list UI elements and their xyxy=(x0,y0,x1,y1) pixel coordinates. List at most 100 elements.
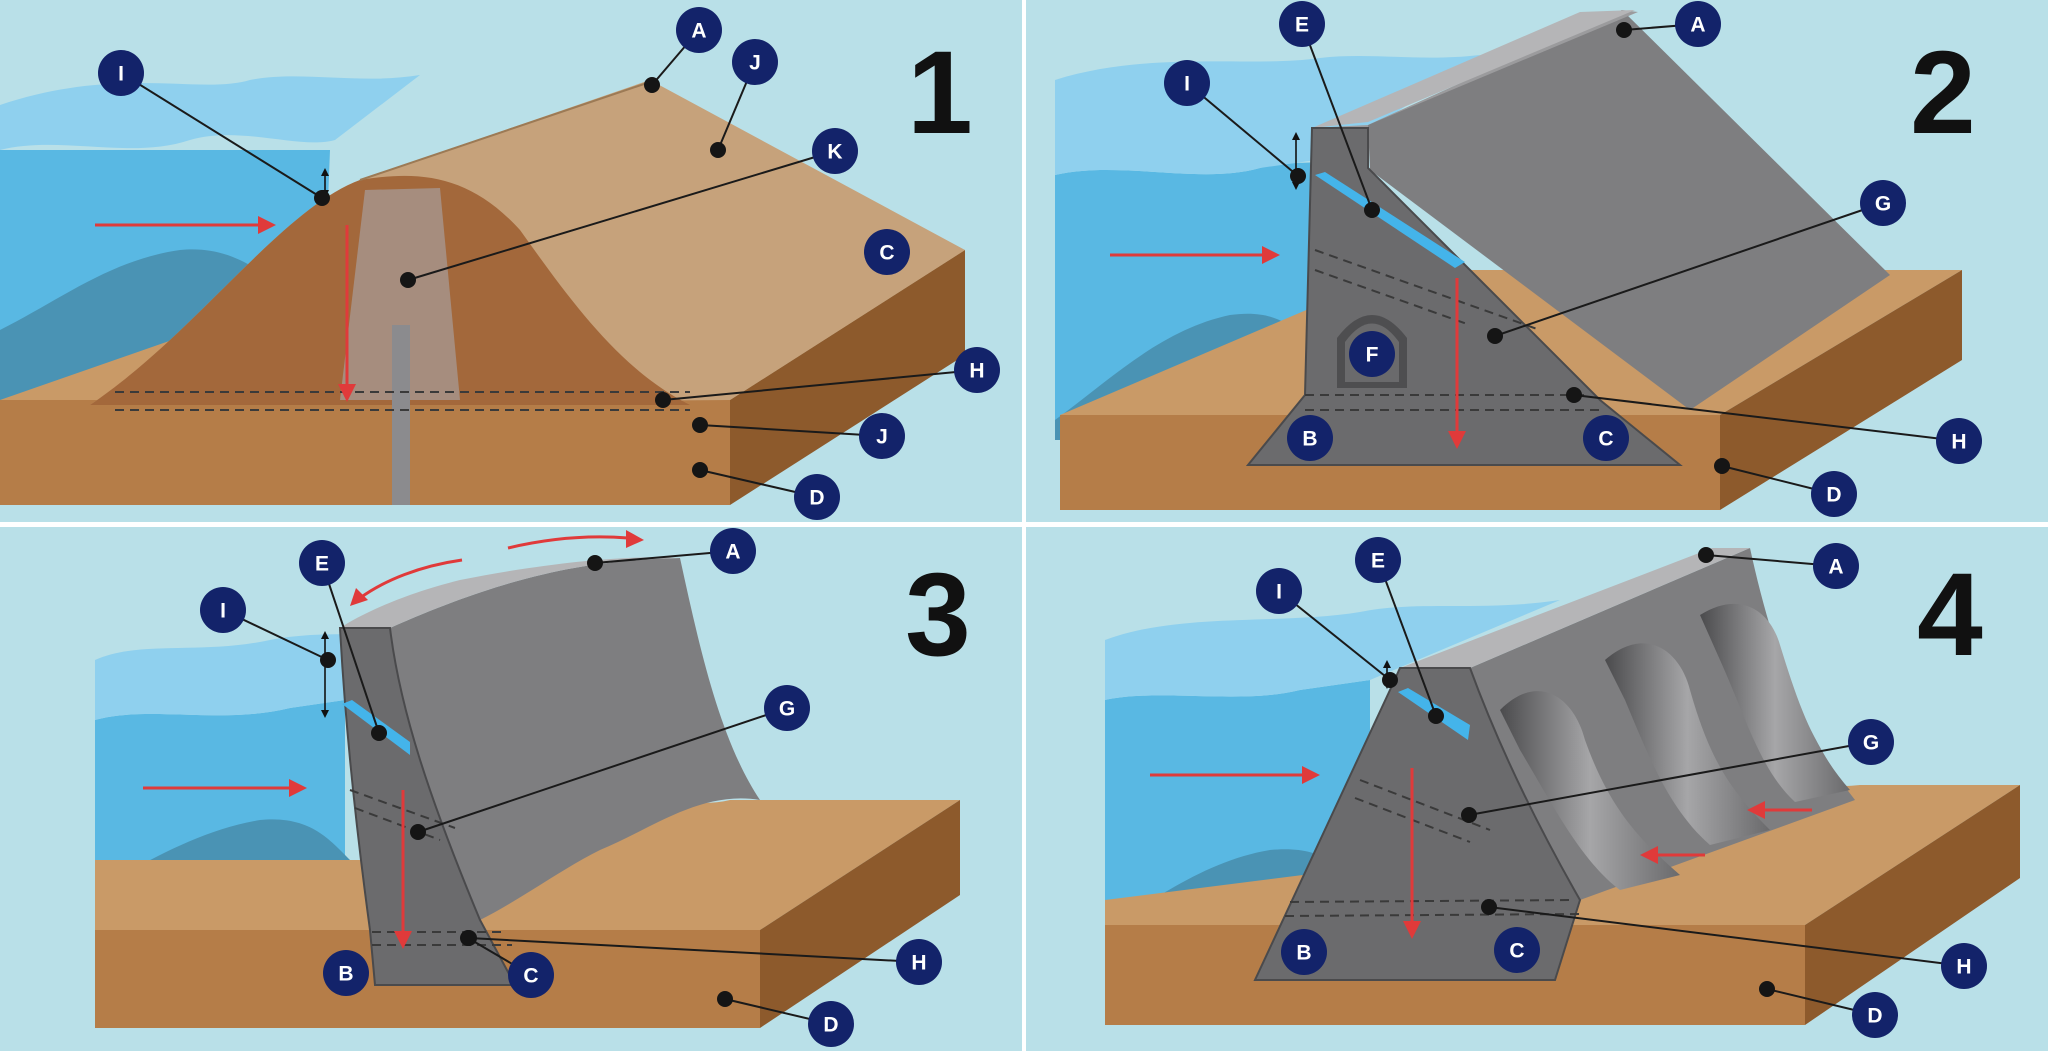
label-badge xyxy=(764,685,810,731)
panel-2-uplift-line-2 xyxy=(1314,269,1471,326)
label-badge xyxy=(508,952,554,998)
panel-2-drainage-gallery-strip xyxy=(1315,172,1465,268)
anchor-dot xyxy=(314,190,330,206)
label-letter: I xyxy=(220,600,226,623)
panel-4-tailwater-arrow-1 xyxy=(1640,846,1705,864)
panel-1-callout-j-bottom: J xyxy=(692,413,905,459)
anchor-dot xyxy=(1382,672,1398,688)
label-badge xyxy=(1811,471,1857,517)
anchor-dot xyxy=(1364,202,1380,218)
label-badge xyxy=(808,1001,854,1047)
label-badge xyxy=(323,950,369,996)
panel-4-callout-e: E xyxy=(1355,537,1444,724)
leader-line xyxy=(699,424,883,437)
panel-2-crest-top xyxy=(1312,10,1635,128)
panel-1-callout-k: K xyxy=(400,128,858,288)
panel-1-flow-arrow-down xyxy=(338,225,356,402)
label-letter: D xyxy=(1867,1005,1882,1028)
panel-4-foundation-line-2 xyxy=(1284,913,1581,917)
label-badge xyxy=(1848,719,1894,765)
leader-line xyxy=(1377,559,1437,717)
anchor-dot xyxy=(1698,547,1714,563)
label-letter: D xyxy=(823,1014,838,1037)
leader-line xyxy=(1278,590,1391,681)
anchor-dot xyxy=(710,142,726,158)
label-badge xyxy=(1860,180,1906,226)
anchor-dot xyxy=(1290,168,1306,184)
leader-line xyxy=(1494,202,1884,337)
panel-1-flow-arrow-horizontal xyxy=(95,216,276,234)
panel-2-ground-side xyxy=(1720,270,1962,510)
leader-line xyxy=(1468,741,1872,816)
anchor-dot xyxy=(1566,387,1582,403)
label-letter: D xyxy=(1826,484,1841,507)
panel-3-flow-arrow-down xyxy=(394,790,412,949)
panel-4-callout-c: C xyxy=(1494,927,1540,973)
panel-1-ground-side xyxy=(730,250,965,505)
leader-line xyxy=(1186,82,1299,177)
panel-4-callout-b: B xyxy=(1281,929,1327,975)
label-badge xyxy=(1936,418,1982,464)
label-badge xyxy=(1256,568,1302,614)
leader-line xyxy=(321,562,380,734)
panel-4-callout-g: G xyxy=(1461,719,1894,823)
panel-1: 1 xyxy=(0,0,1022,522)
leader-line xyxy=(1488,906,1965,967)
panel-4-callout-i: I xyxy=(1256,568,1398,688)
leader-line xyxy=(1301,23,1373,211)
label-letter: E xyxy=(1295,14,1309,37)
label-letter: H xyxy=(1951,431,1966,454)
panel-3-flow-arrow-horizontal xyxy=(143,779,307,797)
label-badge xyxy=(794,474,840,520)
panel-3-ground-side xyxy=(760,800,960,1028)
label-letter: B xyxy=(338,963,353,986)
panel-1-callout-i: I xyxy=(98,50,330,206)
panel-3-callout-e: E xyxy=(299,540,387,741)
panel-1-cutoff-wall xyxy=(392,325,410,505)
panel-2-flow-arrow-horizontal xyxy=(1110,246,1280,264)
panel-1-impervious-core xyxy=(340,188,460,400)
panel-4-tailwater-arrow-2 xyxy=(1747,801,1812,819)
anchor-dot xyxy=(1616,22,1632,38)
label-badge xyxy=(732,39,778,85)
panel-2-callout-a: A xyxy=(1616,1,1721,47)
label-letter: I xyxy=(1276,581,1282,604)
label-badge xyxy=(1583,415,1629,461)
panel-3-callout-a: A xyxy=(587,528,756,574)
panel-4-flow-arrow-down xyxy=(1403,768,1421,939)
label-letter: A xyxy=(1828,556,1843,579)
panel-4-flow-arrow-horizontal xyxy=(1150,766,1320,784)
label-letter: C xyxy=(1598,428,1613,451)
anchor-dot xyxy=(1714,458,1730,474)
panel-2-callout-g: G xyxy=(1487,180,1906,344)
panel-4-number: 4 xyxy=(1917,549,1983,681)
label-badge xyxy=(1287,415,1333,461)
panel-divider-horizontal xyxy=(0,522,2048,527)
leader-line xyxy=(662,369,978,401)
label-letter: E xyxy=(315,553,329,576)
label-badge xyxy=(1349,331,1395,377)
panel-2-callout-d: D xyxy=(1714,458,1857,517)
anchor-dot xyxy=(655,392,671,408)
panel-1-ground-front xyxy=(0,400,730,505)
label-letter: K xyxy=(827,141,842,164)
anchor-dot xyxy=(644,77,660,93)
label-badge xyxy=(299,540,345,586)
label-letter: H xyxy=(911,952,926,975)
panel-2-callout-c: C xyxy=(1583,415,1629,461)
label-badge xyxy=(812,128,858,174)
anchor-dot xyxy=(717,991,733,1007)
panel-4-ground-side xyxy=(1805,785,2020,1025)
label-letter: A xyxy=(725,541,740,564)
panel-3-freeboard-marker xyxy=(321,631,329,718)
leader-line xyxy=(594,550,734,564)
panel-1-water-surface xyxy=(0,75,420,150)
panel-3-callout-i: I xyxy=(200,587,336,668)
panel-1-callout-a: A xyxy=(644,7,722,93)
label-letter: C xyxy=(523,965,538,988)
panel-3-uplift-line-1 xyxy=(349,789,456,829)
leader-line xyxy=(120,72,323,199)
anchor-dot xyxy=(461,930,477,946)
anchor-dot xyxy=(587,555,603,571)
label-badge xyxy=(859,413,905,459)
